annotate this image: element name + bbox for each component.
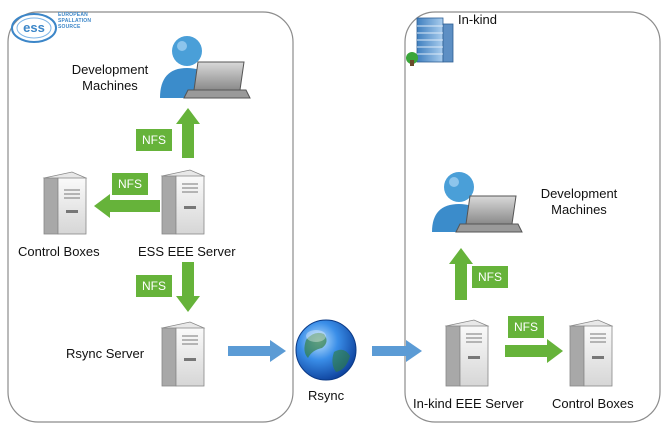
nfs-label-down: NFS <box>136 275 172 297</box>
ess-logo-subtitle-line-1: EUROPEAN <box>58 12 88 18</box>
right-dev-machines-label-line-1: Development <box>540 186 618 201</box>
rsync-globe-label: Rsync <box>308 388 345 403</box>
right-dev-machines-label: Development Machines <box>524 186 634 218</box>
rsync-server-label: Rsync Server <box>66 346 145 361</box>
nfs-label-left: NFS <box>112 173 148 195</box>
nfs-label-right-up: NFS <box>472 266 508 288</box>
left-dev-machines-label-line-1: Development <box>71 62 149 77</box>
nfs-arrows <box>94 108 563 363</box>
left-dev-machines-label: Development Machines <box>58 62 162 94</box>
left-panel-border <box>7 11 294 423</box>
right-control-boxes-label: Control Boxes <box>552 396 634 411</box>
building-icon <box>406 17 454 66</box>
rsync-arrows <box>228 340 422 362</box>
inkind-title: In-kind <box>458 12 498 27</box>
ess-logo-subtitle-line-3: SOURCE <box>58 24 81 30</box>
ess-logo-text: ess <box>23 20 45 35</box>
left-dev-machines-icon <box>160 36 251 99</box>
ess-logo-subtitle: EUROPEAN SPALLATION SOURCE <box>58 12 91 30</box>
nfs-label-up: NFS <box>136 129 172 151</box>
inkind-eee-server-label: In-kind EEE Server <box>413 396 524 411</box>
ess-eee-server-label: ESS EEE Server <box>138 244 236 259</box>
right-control-boxes-server-icon <box>568 319 614 387</box>
right-dev-machines-icon <box>432 172 523 233</box>
left-dev-machines-label-line-2: Machines <box>82 78 138 93</box>
left-control-boxes-server-icon <box>42 171 88 235</box>
ess-eee-server-icon <box>160 169 206 235</box>
rsync-globe-icon <box>295 319 357 381</box>
rsync-server-icon <box>160 321 206 387</box>
ess-logo <box>11 13 57 43</box>
inkind-eee-server-icon <box>444 319 490 387</box>
nfs-label-right-right: NFS <box>508 316 544 338</box>
right-dev-machines-label-line-2: Machines <box>551 202 607 217</box>
ess-logo-subtitle-line-2: SPALLATION <box>58 18 92 24</box>
right-panel-border <box>404 11 661 423</box>
left-control-boxes-label: Control Boxes <box>18 244 100 259</box>
